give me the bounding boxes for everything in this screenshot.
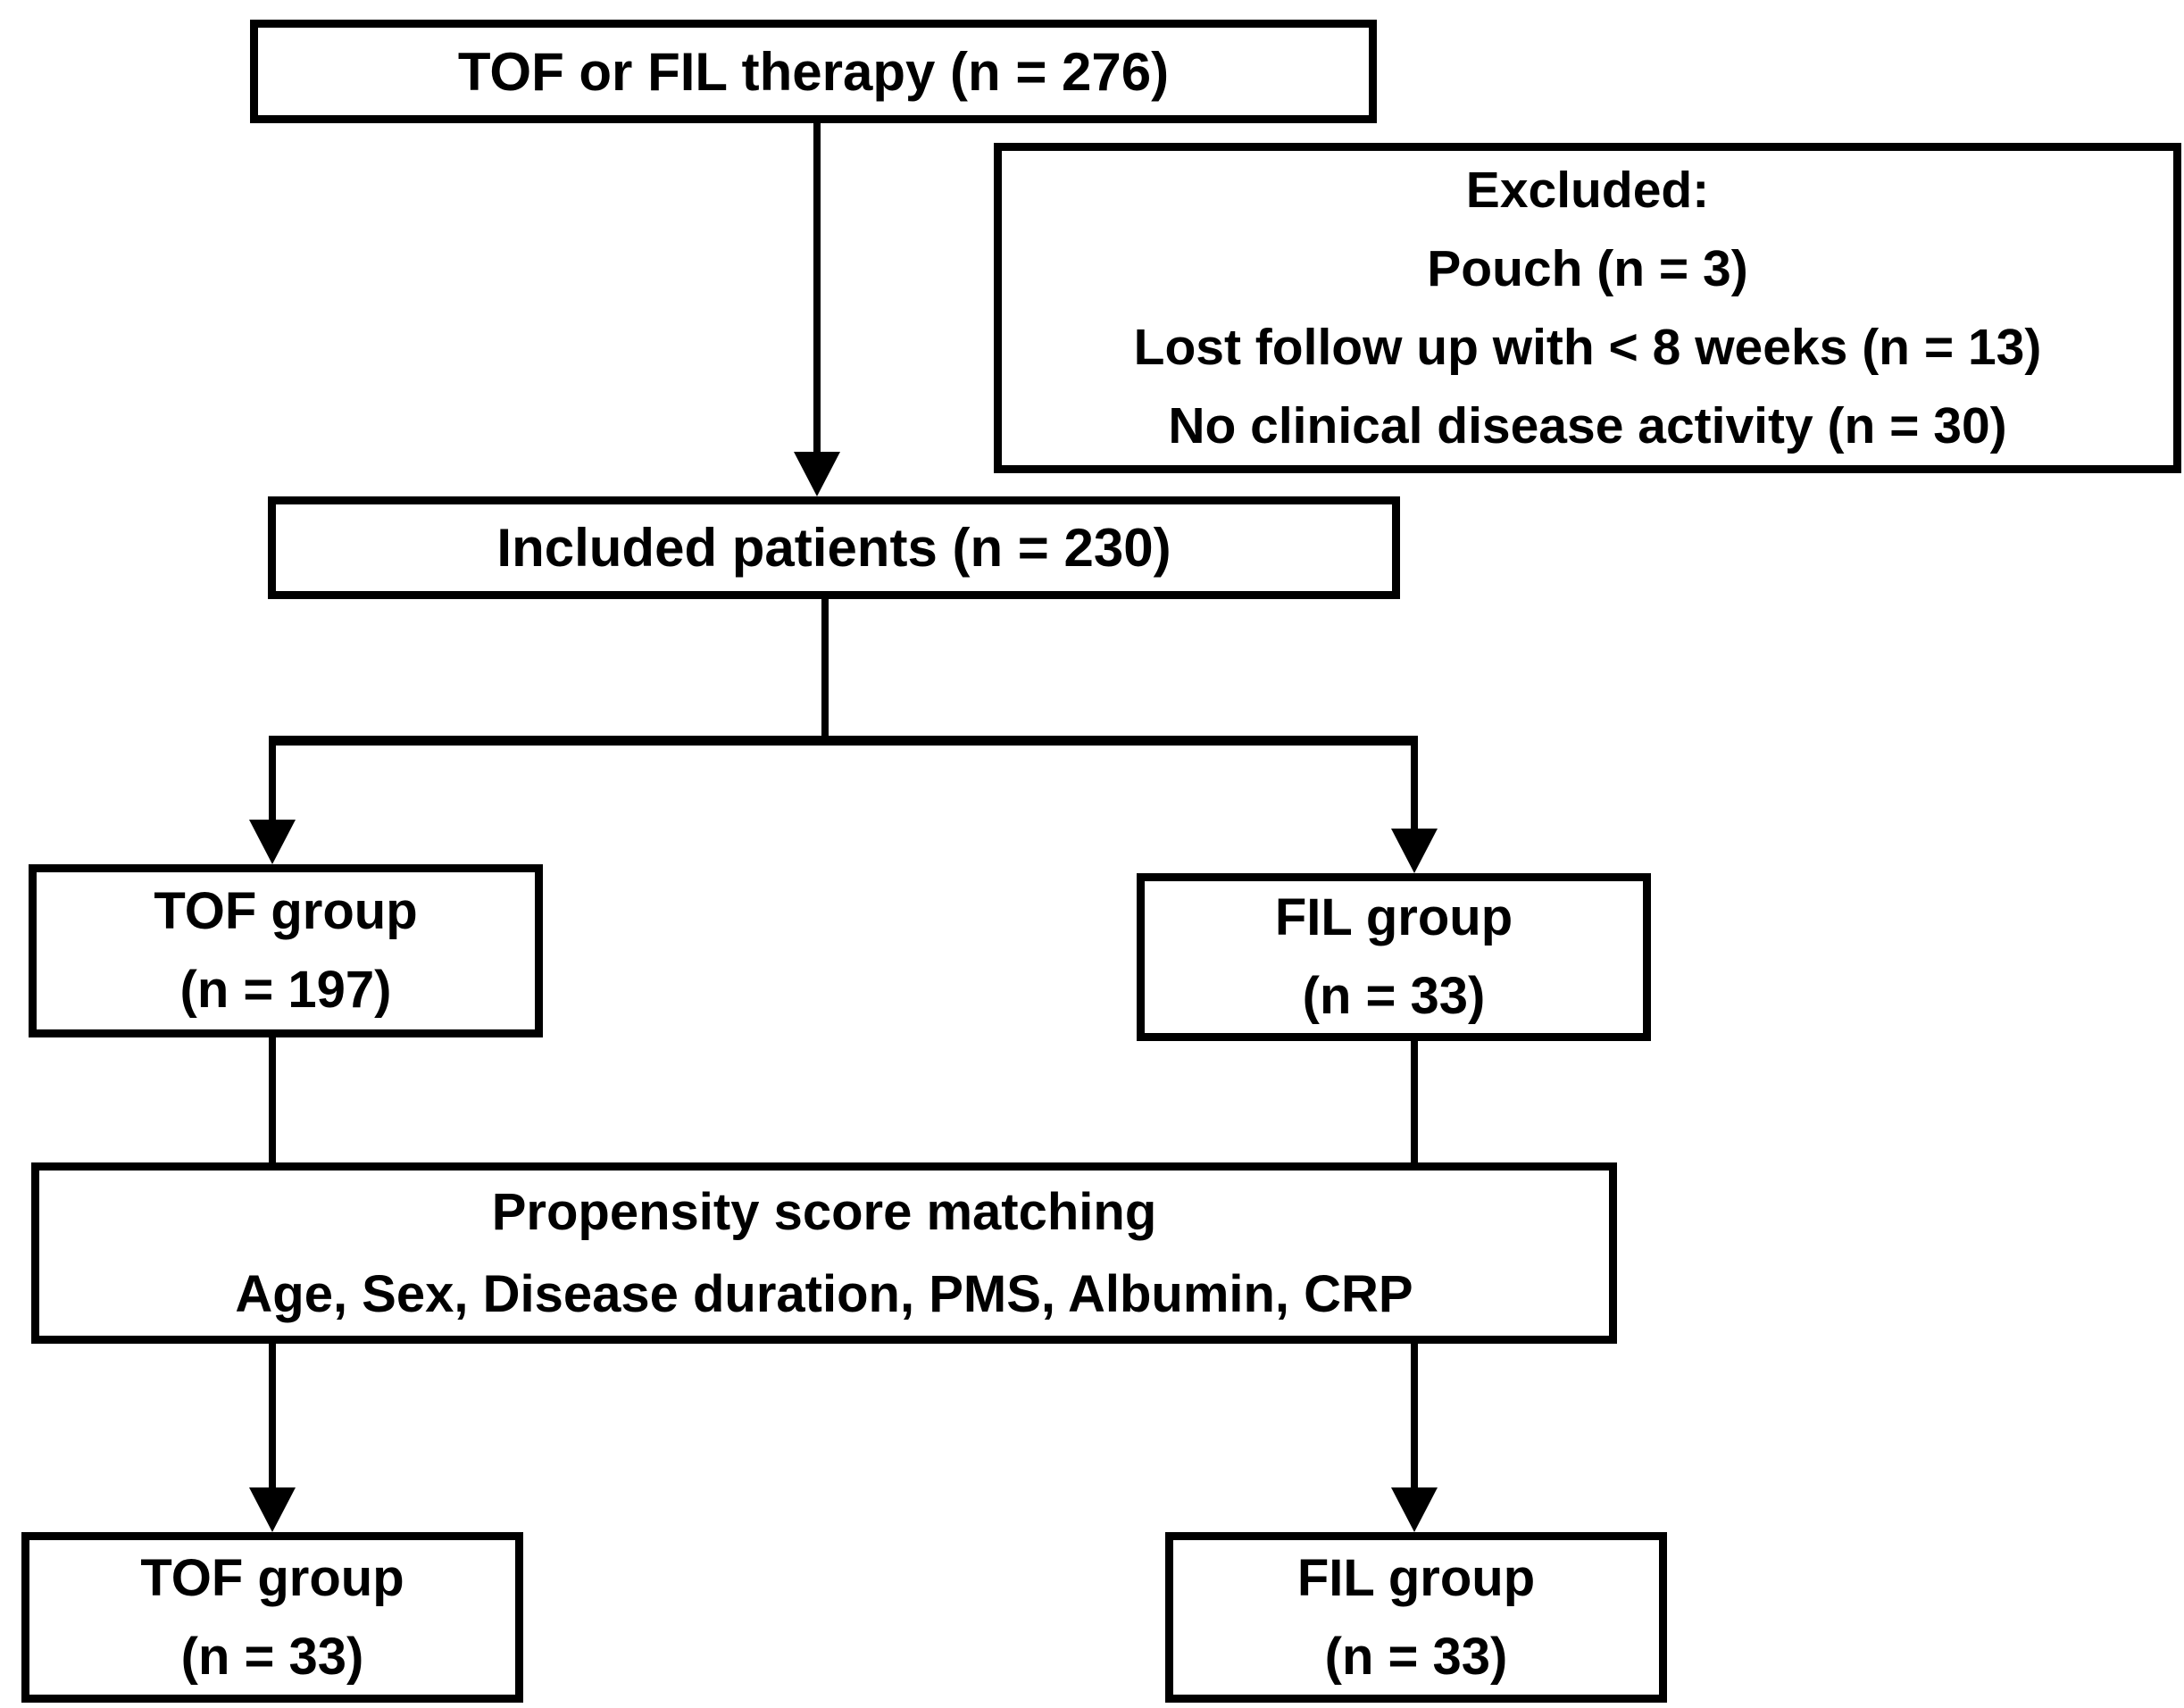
excluded-reason-pouch: Pouch (n = 3) xyxy=(1427,240,1748,297)
arrowhead-included-icon xyxy=(794,452,840,496)
fil-group-label: FIL group xyxy=(1274,888,1513,946)
tof-matched-count: (n = 33) xyxy=(180,1627,364,1686)
excluded-reason-lost-follow-up: Lost follow up with < 8 weeks (n = 13) xyxy=(1133,319,2042,376)
arrow-therapy-to-included-line xyxy=(813,123,821,455)
fil-group-count: (n = 33) xyxy=(1302,967,1486,1025)
tof-matched-box: TOF group (n = 33) xyxy=(21,1532,523,1703)
tof-matched-label: TOF group xyxy=(140,1548,404,1607)
matching-to-tof-matched-line xyxy=(269,1342,276,1489)
branch-stem-line xyxy=(821,598,829,739)
branch-left-line xyxy=(269,736,276,821)
fil-group-box: FIL group (n = 33) xyxy=(1137,873,1651,1041)
arrowhead-fil-group-icon xyxy=(1391,829,1438,873)
propensity-matching-title: Propensity score matching xyxy=(491,1182,1157,1241)
tof-group-count: (n = 197) xyxy=(179,961,392,1019)
propensity-matching-covariates: Age, Sex, Disease duration, PMS, Albumin… xyxy=(235,1264,1413,1323)
excluded-title: Excluded: xyxy=(1465,162,1710,219)
branch-horizontal-line xyxy=(269,736,1418,746)
branch-right-line xyxy=(1411,736,1418,830)
therapy-box-label: TOF or FIL therapy (n = 276) xyxy=(457,41,1170,102)
therapy-box: TOF or FIL therapy (n = 276) xyxy=(250,20,1377,123)
tof-to-matching-line xyxy=(269,1036,276,1165)
fil-to-matching-line xyxy=(1411,1037,1418,1165)
fil-matched-label: FIL group xyxy=(1296,1548,1536,1607)
tof-group-label: TOF group xyxy=(154,882,418,940)
arrowhead-tof-group-icon xyxy=(249,820,296,864)
included-patients-box: Included patients (n = 230) xyxy=(268,496,1400,599)
fil-matched-box: FIL group (n = 33) xyxy=(1165,1532,1667,1703)
arrowhead-tof-matched-icon xyxy=(249,1487,296,1532)
excluded-box: Excluded: Pouch (n = 3) Lost follow up w… xyxy=(994,143,2181,473)
excluded-reason-no-activity: No clinical disease activity (n = 30) xyxy=(1168,397,2007,454)
arrowhead-fil-matched-icon xyxy=(1391,1487,1438,1532)
included-patients-label: Included patients (n = 230) xyxy=(496,518,1171,578)
propensity-matching-box: Propensity score matching Age, Sex, Dise… xyxy=(31,1162,1617,1344)
tof-group-box: TOF group (n = 197) xyxy=(29,864,543,1037)
fil-matched-count: (n = 33) xyxy=(1324,1627,1508,1686)
matching-to-fil-matched-line xyxy=(1411,1342,1418,1489)
